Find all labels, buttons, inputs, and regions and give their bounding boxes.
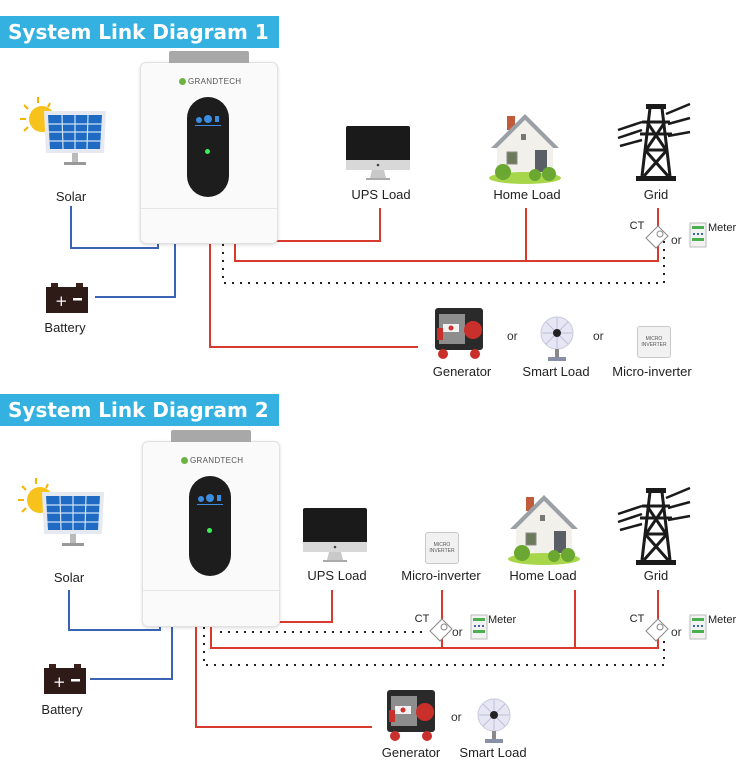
ct-clamp-icon [429, 618, 453, 642]
monitor-icon [303, 508, 367, 562]
diagram-2-wires [68, 590, 665, 728]
solar-panel-icon [18, 478, 104, 546]
micro-inverter-label: Micro-inverter [401, 568, 481, 583]
generator-icon [387, 690, 435, 741]
diagram-1-title: System Link Diagram 1 [0, 16, 279, 48]
inverter-display-panel [189, 476, 231, 576]
home-load-label: Home Load [509, 568, 577, 583]
fan-icon [477, 698, 511, 743]
grid-ac-wire [575, 590, 659, 649]
grid-label: Grid [643, 187, 669, 202]
meter-icon [689, 222, 707, 248]
ups-load-label: UPS Load [307, 568, 367, 583]
micro-inverter-label: Micro-inverter [612, 364, 692, 379]
battery-label: Battery [41, 702, 83, 717]
or-text: or [671, 233, 682, 247]
monitor-icon [346, 126, 410, 180]
meter-label: Meter [488, 614, 517, 626]
solar-label: Solar [55, 189, 87, 204]
fan-icon [540, 316, 574, 361]
mounting-bracket [171, 430, 251, 442]
ups-load-wire [272, 208, 381, 242]
generator-icon [435, 308, 483, 359]
inverter-display-panel [187, 97, 229, 197]
meter-icon [689, 614, 707, 640]
inverter-logo: GRANDTECH [179, 77, 241, 86]
micro-inverter-box-text: MICRO INVERTER [429, 542, 455, 554]
battery-dc-wire [90, 627, 173, 680]
ac-bus [210, 590, 576, 649]
hybrid-inverter: GRANDTECH [142, 430, 280, 627]
hybrid-inverter: GRANDTECH [140, 51, 278, 244]
ct-label: CT [629, 220, 645, 232]
logo-leaf-icon [181, 457, 188, 464]
status-led-icon [207, 528, 212, 533]
meter-label: Meter [708, 614, 737, 626]
lcd-screen-icon [197, 494, 223, 505]
micro-inverter-box-text: MICRO INVERTER [641, 336, 667, 348]
house-icon [489, 114, 561, 184]
ups-load-label: UPS Load [351, 187, 411, 202]
inverter-base-line [143, 590, 279, 591]
solar-panel-icon [20, 97, 106, 165]
lcd-screen-icon [195, 115, 221, 126]
micro-inverter-icon: MICRO INVERTER [425, 532, 459, 564]
battery-dc-wire [95, 244, 176, 298]
or-text: or [593, 329, 604, 343]
diagram-2-title: System Link Diagram 2 [0, 394, 279, 426]
svg-text:+: + [53, 673, 66, 691]
grid-label: Grid [643, 568, 669, 583]
svg-text:+: + [55, 292, 68, 310]
inverter-brand: GRANDTECH [188, 77, 242, 86]
battery-label: Battery [44, 320, 86, 335]
micro-inverter-icon: MICRO INVERTER [637, 326, 671, 358]
inverter-logo: GRANDTECH [181, 456, 243, 465]
status-led-icon [205, 149, 210, 154]
or-text: or [451, 710, 462, 724]
battery-icon: + [44, 664, 86, 694]
or-text: or [452, 625, 463, 639]
ct-label: CT [414, 613, 430, 625]
or-text: or [507, 329, 518, 343]
mounting-bracket [169, 51, 249, 63]
solar-label: Solar [53, 570, 85, 585]
or-text: or [671, 625, 682, 639]
smart-load-label: Smart Load [522, 364, 590, 379]
home-load-label: Home Load [493, 187, 561, 202]
grid-ac-bus [234, 208, 659, 262]
inverter-brand: GRANDTECH [190, 456, 244, 465]
solar-dc-wire [70, 206, 159, 249]
power-tower-icon [617, 102, 691, 181]
smart-load-label: Smart Load [459, 745, 527, 760]
house-icon [508, 495, 580, 565]
generator-label: Generator [432, 364, 492, 379]
generator-label: Generator [381, 745, 441, 760]
meter-icon [470, 614, 488, 640]
ct-label: CT [629, 613, 645, 625]
battery-icon: + [46, 283, 88, 313]
generator-wire [209, 244, 418, 348]
ct-clamp-icon [645, 618, 669, 642]
ct2-comm-wire [203, 627, 665, 666]
meter-label: Meter [708, 222, 737, 234]
generator-wire [195, 627, 372, 728]
power-tower-icon [617, 486, 691, 565]
solar-dc-wire [68, 590, 161, 631]
inverter-base-line [141, 208, 277, 209]
ct-clamp-icon [645, 225, 669, 249]
logo-leaf-icon [179, 78, 186, 85]
